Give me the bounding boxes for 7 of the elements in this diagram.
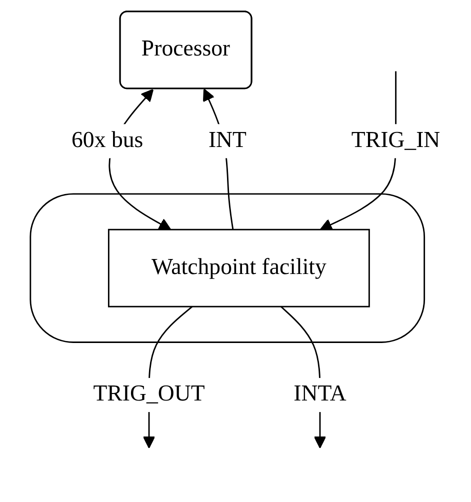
edge-label: TRIG_IN [352,128,440,153]
edge-label: INTA [294,382,347,406]
cluster [30,193,426,343]
node-box: Watchpoint facility [108,228,370,308]
edge-label: 60x bus [72,128,144,153]
edge-label: TRIG_OUT [93,382,205,406]
edge-label: INT [208,128,247,153]
